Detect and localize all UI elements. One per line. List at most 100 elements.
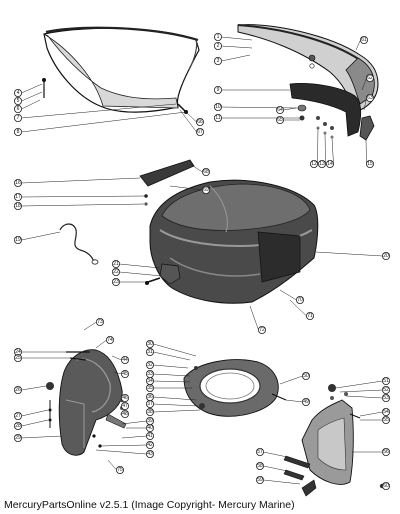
- leader-line-30: [153, 343, 197, 357]
- callout-number: 33: [147, 371, 153, 377]
- callout-number: 50: [303, 373, 309, 379]
- callout-circle: [145, 383, 154, 392]
- callout-number: 2: [217, 43, 220, 49]
- leader-line-45: [113, 371, 122, 375]
- callout-number: 19: [15, 237, 21, 243]
- cowl-clip: [145, 263, 181, 285]
- callout-circle: [121, 369, 130, 378]
- callout-circle: [145, 449, 154, 458]
- callout-32: 32: [145, 360, 154, 369]
- callout-circle: [381, 407, 390, 416]
- leader-line-61: [355, 39, 361, 51]
- callout-29: 29: [13, 433, 22, 442]
- callout-number: 22: [113, 269, 119, 275]
- callout-circle: [112, 277, 121, 286]
- leader-line-70: [279, 289, 297, 301]
- callout-number: 24: [15, 349, 21, 355]
- callout-34: 34: [145, 376, 154, 385]
- callout-circle: [365, 94, 374, 103]
- callout-number: 46: [122, 395, 128, 401]
- callout-56: 56: [381, 447, 390, 456]
- image-copyright-caption: MercuryPartsOnline v2.5.1 (Image Copyrig…: [4, 499, 295, 511]
- callout-circle: [359, 36, 368, 45]
- callout-72: 72: [257, 325, 266, 334]
- callout-number: 65: [277, 117, 283, 123]
- callout-3: 3: [213, 57, 222, 66]
- callout-circle: [381, 385, 390, 394]
- callout-number: 14: [327, 161, 333, 167]
- callout-circle: [325, 159, 334, 168]
- callout-circle: [365, 159, 374, 168]
- callout-74: 74: [106, 335, 115, 344]
- callout-number: 53: [383, 395, 389, 401]
- callout-number: 23: [113, 279, 119, 285]
- leader-line-58: [263, 465, 293, 473]
- callout-number: 13: [319, 161, 325, 167]
- callout-68: 68: [201, 167, 210, 176]
- callout-69: 69: [201, 185, 210, 194]
- callout-number: 68: [203, 169, 209, 175]
- callout-26: 26: [13, 385, 22, 394]
- callout-circle: [13, 421, 22, 430]
- leader-line-63: [363, 97, 367, 111]
- leader-line-41: [121, 435, 147, 439]
- leader-line-37: [153, 403, 199, 407]
- callout-number: 36: [147, 394, 153, 400]
- callout-1: 1: [213, 33, 222, 42]
- callout-circle: [365, 74, 374, 83]
- callout-number: 43: [147, 451, 153, 457]
- callout-number: 1: [217, 34, 220, 40]
- callout-70: 70: [295, 295, 304, 304]
- callout-circle: [145, 399, 154, 408]
- callout-5: 5: [13, 97, 22, 106]
- callout-36: 36: [145, 392, 154, 401]
- callout-39: 39: [145, 416, 154, 425]
- callout-number: 52: [383, 387, 389, 393]
- callout-22: 22: [112, 267, 121, 276]
- leader-line-14: [331, 137, 334, 165]
- support-bracket: [283, 384, 385, 497]
- leader-line-13: [324, 133, 326, 165]
- cowl-bracket: [139, 159, 195, 206]
- leader-lines: [21, 36, 383, 487]
- callout-25: 25: [13, 353, 22, 362]
- leader-line-7: [21, 103, 177, 119]
- leader-line-17: [21, 195, 145, 198]
- callout-number: 28: [15, 423, 21, 429]
- leader-line-18: [21, 203, 145, 207]
- callout-number: 27: [15, 413, 21, 419]
- callout-circle: [96, 317, 105, 326]
- callout-circle: [121, 393, 130, 402]
- callout-number: 71: [307, 313, 313, 319]
- callout-circle: [295, 295, 304, 304]
- callout-18: 18: [13, 201, 22, 210]
- callout-circle: [213, 42, 222, 51]
- callout-number: 30: [147, 341, 153, 347]
- callout-number: 21: [113, 261, 119, 267]
- callout-circle: [13, 105, 22, 114]
- flywheel-cover: [183, 359, 287, 417]
- callout-number: 17: [15, 194, 21, 200]
- callout-number: 7: [17, 115, 20, 121]
- callout-circle: [13, 192, 22, 201]
- callout-30: 30: [145, 339, 154, 348]
- leader-line-27: [21, 409, 49, 417]
- callout-14: 14: [325, 159, 334, 168]
- callout-57: 57: [255, 447, 264, 456]
- callout-circle: [195, 127, 204, 136]
- callout-circle: [145, 440, 154, 449]
- callout-number: 6: [17, 106, 20, 112]
- leader-line-8: [21, 111, 187, 133]
- callout-number: 57: [257, 449, 263, 455]
- callout-number: 44: [122, 357, 128, 363]
- callout-4: 4: [13, 89, 22, 98]
- callout-21: 21: [112, 259, 121, 268]
- callout-number: 69: [203, 187, 209, 193]
- callout-54: 54: [381, 407, 390, 416]
- callout-23: 23: [112, 277, 121, 286]
- callout-number: 55: [383, 417, 389, 423]
- leader-line-71: [289, 299, 307, 317]
- trim-strip: [43, 26, 200, 113]
- leader-line-59: [263, 479, 301, 485]
